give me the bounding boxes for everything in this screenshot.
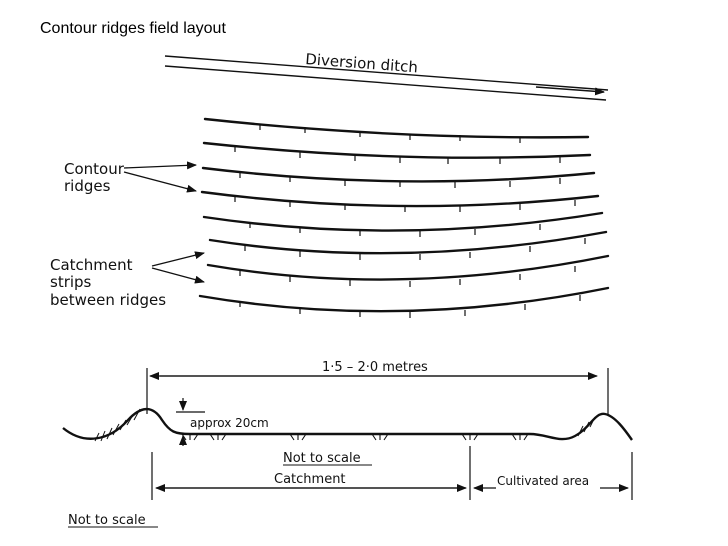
ridge-line xyxy=(203,117,590,139)
bottom-scale-note: Not to scale xyxy=(68,513,146,528)
width-dimension xyxy=(146,368,609,414)
cross-section: 1·5 – 2·0 metres approx 20cm xyxy=(62,360,633,528)
height-label: approx 20cm xyxy=(190,416,269,430)
scale-note: Not to scale xyxy=(283,451,361,466)
ridge-line xyxy=(202,211,604,232)
flow-arrow xyxy=(535,86,605,96)
catchment-strips-label: Catchment xyxy=(50,256,133,274)
ridge-line xyxy=(206,254,610,281)
catchment-strips-callout: Catchment strips between ridges xyxy=(50,251,205,309)
catchment-label: Catchment xyxy=(274,472,346,487)
ridge-line xyxy=(202,141,592,159)
contour-ridges-callout: Contour ridges xyxy=(64,160,197,195)
grass-tufts xyxy=(181,433,529,441)
plan-view: Diversion ditch xyxy=(50,50,610,318)
height-dimension xyxy=(176,398,205,446)
bottom-dimension xyxy=(151,446,633,500)
cultivated-area-label: Cultivated area xyxy=(497,474,589,488)
width-label: 1·5 – 2·0 metres xyxy=(322,360,428,375)
ridge-line xyxy=(208,230,608,255)
diversion-ditch: Diversion ditch xyxy=(164,50,609,101)
contour-ridges-label: Contour xyxy=(64,160,125,178)
diversion-ditch-label: Diversion ditch xyxy=(305,50,419,76)
catchment-strips-label-2: strips xyxy=(50,273,92,291)
catchment-strips-label-3: between ridges xyxy=(50,291,166,309)
ridge-line xyxy=(200,190,600,208)
ridge-hatching xyxy=(94,408,596,442)
ridge-ticks xyxy=(234,124,586,318)
ridge-line xyxy=(198,286,610,313)
contour-ridges xyxy=(198,117,610,313)
ground-profile xyxy=(62,407,633,441)
page-title: Contour ridges field layout xyxy=(40,20,226,37)
contour-ridges-label-2: ridges xyxy=(64,177,111,195)
ridge-line xyxy=(201,166,596,183)
